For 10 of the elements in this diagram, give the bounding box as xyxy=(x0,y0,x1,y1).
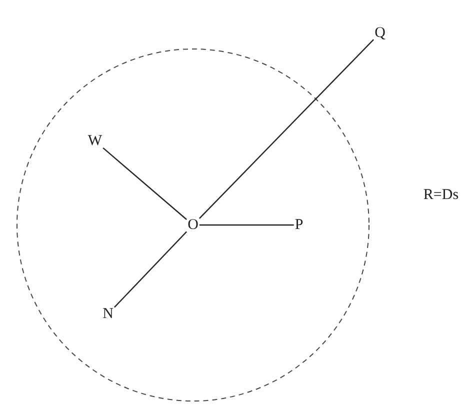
line-segment xyxy=(199,39,374,219)
point-label: N xyxy=(102,306,114,322)
line-segment xyxy=(102,147,187,220)
point-label: O xyxy=(188,217,198,233)
point-label: P xyxy=(294,217,304,233)
formula-label: R=Ds xyxy=(423,187,459,203)
point-label: W xyxy=(88,133,102,149)
line-segment xyxy=(199,224,294,226)
line-segment xyxy=(114,231,188,308)
point-label: Q xyxy=(374,25,386,41)
